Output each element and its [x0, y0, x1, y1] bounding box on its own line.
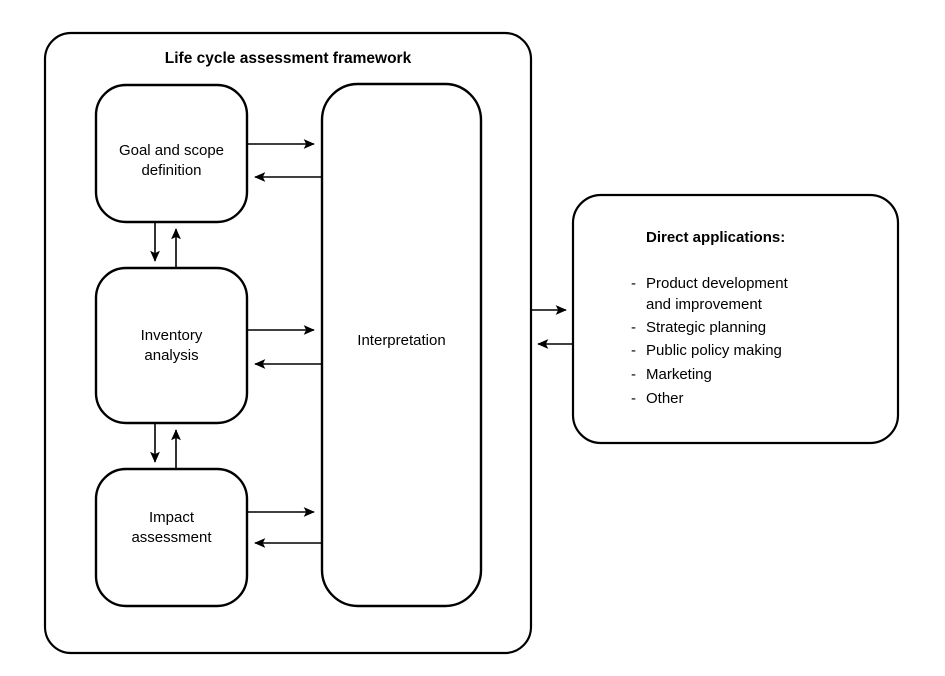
stage-label-goal-and-scope-line2: definition — [141, 162, 201, 179]
stage-box-inventory-analysis[interactable] — [94, 266, 249, 425]
stage-label-interpretation: Interpretation — [357, 332, 445, 349]
stage-label-goal-and-scope-line1: Goal and scope — [119, 142, 224, 159]
stage-box-goal-and-scope-definition[interactable] — [94, 83, 249, 224]
application-item-marker-3: - — [631, 366, 636, 383]
application-item-2-line1: Public policy making — [646, 342, 782, 359]
application-item-marker-1: - — [631, 319, 636, 336]
stage-label-inventory-line2: analysis — [144, 347, 198, 364]
stage-box-impact-assessment[interactable] — [94, 467, 249, 608]
application-item-1-line1: Strategic planning — [646, 319, 766, 336]
application-item-4-line1: Other — [646, 390, 684, 407]
application-item-0-line1: Product development — [646, 275, 789, 292]
application-item-marker-0: - — [631, 275, 636, 292]
stage-label-impact-line1: Impact — [149, 509, 195, 526]
framework-title: Life cycle assessment framework — [165, 50, 412, 67]
application-item-0-line2: and improvement — [646, 296, 763, 313]
direct-applications-container — [571, 193, 900, 445]
stage-box-interpretation[interactable] — [320, 82, 483, 608]
stage-label-impact-line2: assessment — [131, 529, 212, 546]
application-item-3-line1: Marketing — [646, 366, 712, 383]
stage-label-inventory-line1: Inventory — [141, 327, 203, 344]
direct-applications-title: Direct applications: — [646, 229, 785, 246]
application-item-marker-2: - — [631, 342, 636, 359]
application-item-marker-4: - — [631, 390, 636, 407]
